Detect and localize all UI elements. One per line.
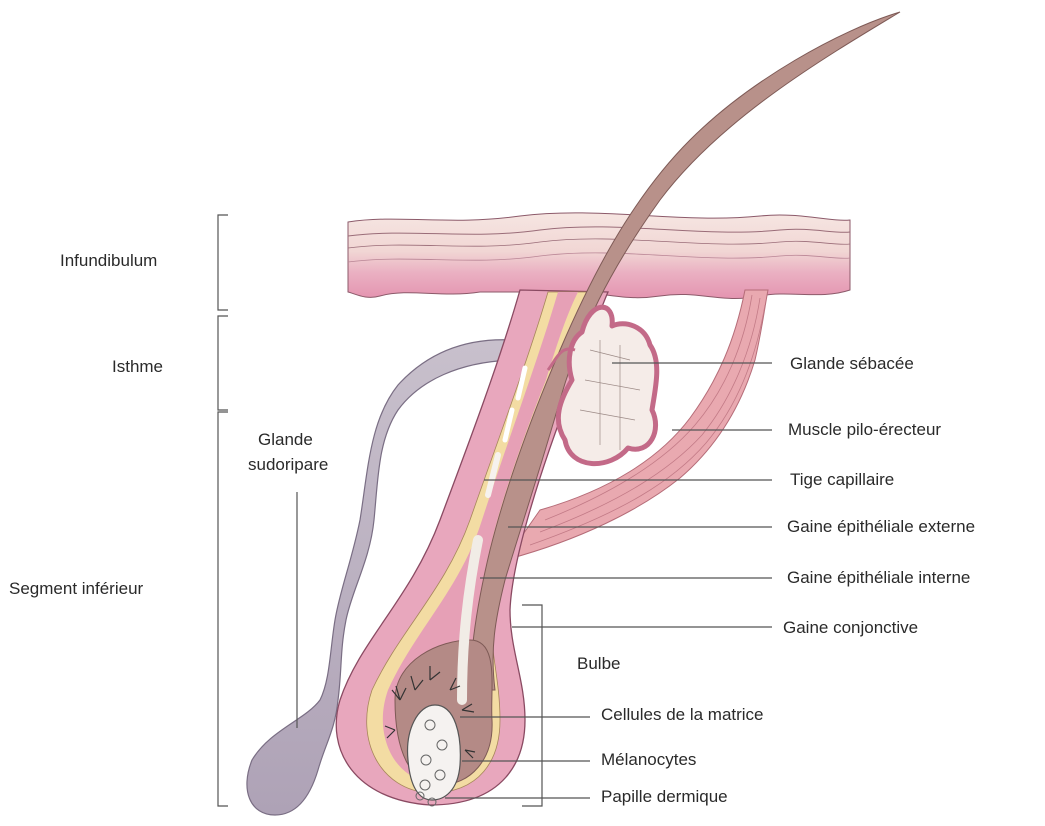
- label-glande-sudoripare-line2: sudoripare: [248, 455, 328, 475]
- label-bulbe: Bulbe: [577, 654, 620, 674]
- label-gaine-conjonctive: Gaine conjonctive: [783, 618, 918, 638]
- label-melanocytes: Mélanocytes: [601, 750, 696, 770]
- label-glande-sebacee: Glande sébacée: [790, 354, 914, 374]
- label-cellules-de-la-matrice: Cellules de la matrice: [601, 705, 764, 725]
- label-glande-sudoripare-line1: Glande: [258, 430, 313, 450]
- label-infundibulum: Infundibulum: [60, 251, 157, 271]
- label-tige-capillaire: Tige capillaire: [790, 470, 894, 490]
- label-gaine-epitheliale-externe: Gaine épithéliale externe: [787, 517, 975, 537]
- region-brackets: [218, 215, 228, 806]
- bulbe-bracket: [522, 605, 542, 806]
- label-papille-dermique: Papille dermique: [601, 787, 728, 807]
- label-segment-inferieur: Segment inférieur: [9, 579, 143, 599]
- label-gaine-epitheliale-interne: Gaine épithéliale interne: [787, 568, 970, 588]
- label-isthme: Isthme: [112, 357, 163, 377]
- label-muscle-pilo-erecteur: Muscle pilo-érecteur: [788, 420, 941, 440]
